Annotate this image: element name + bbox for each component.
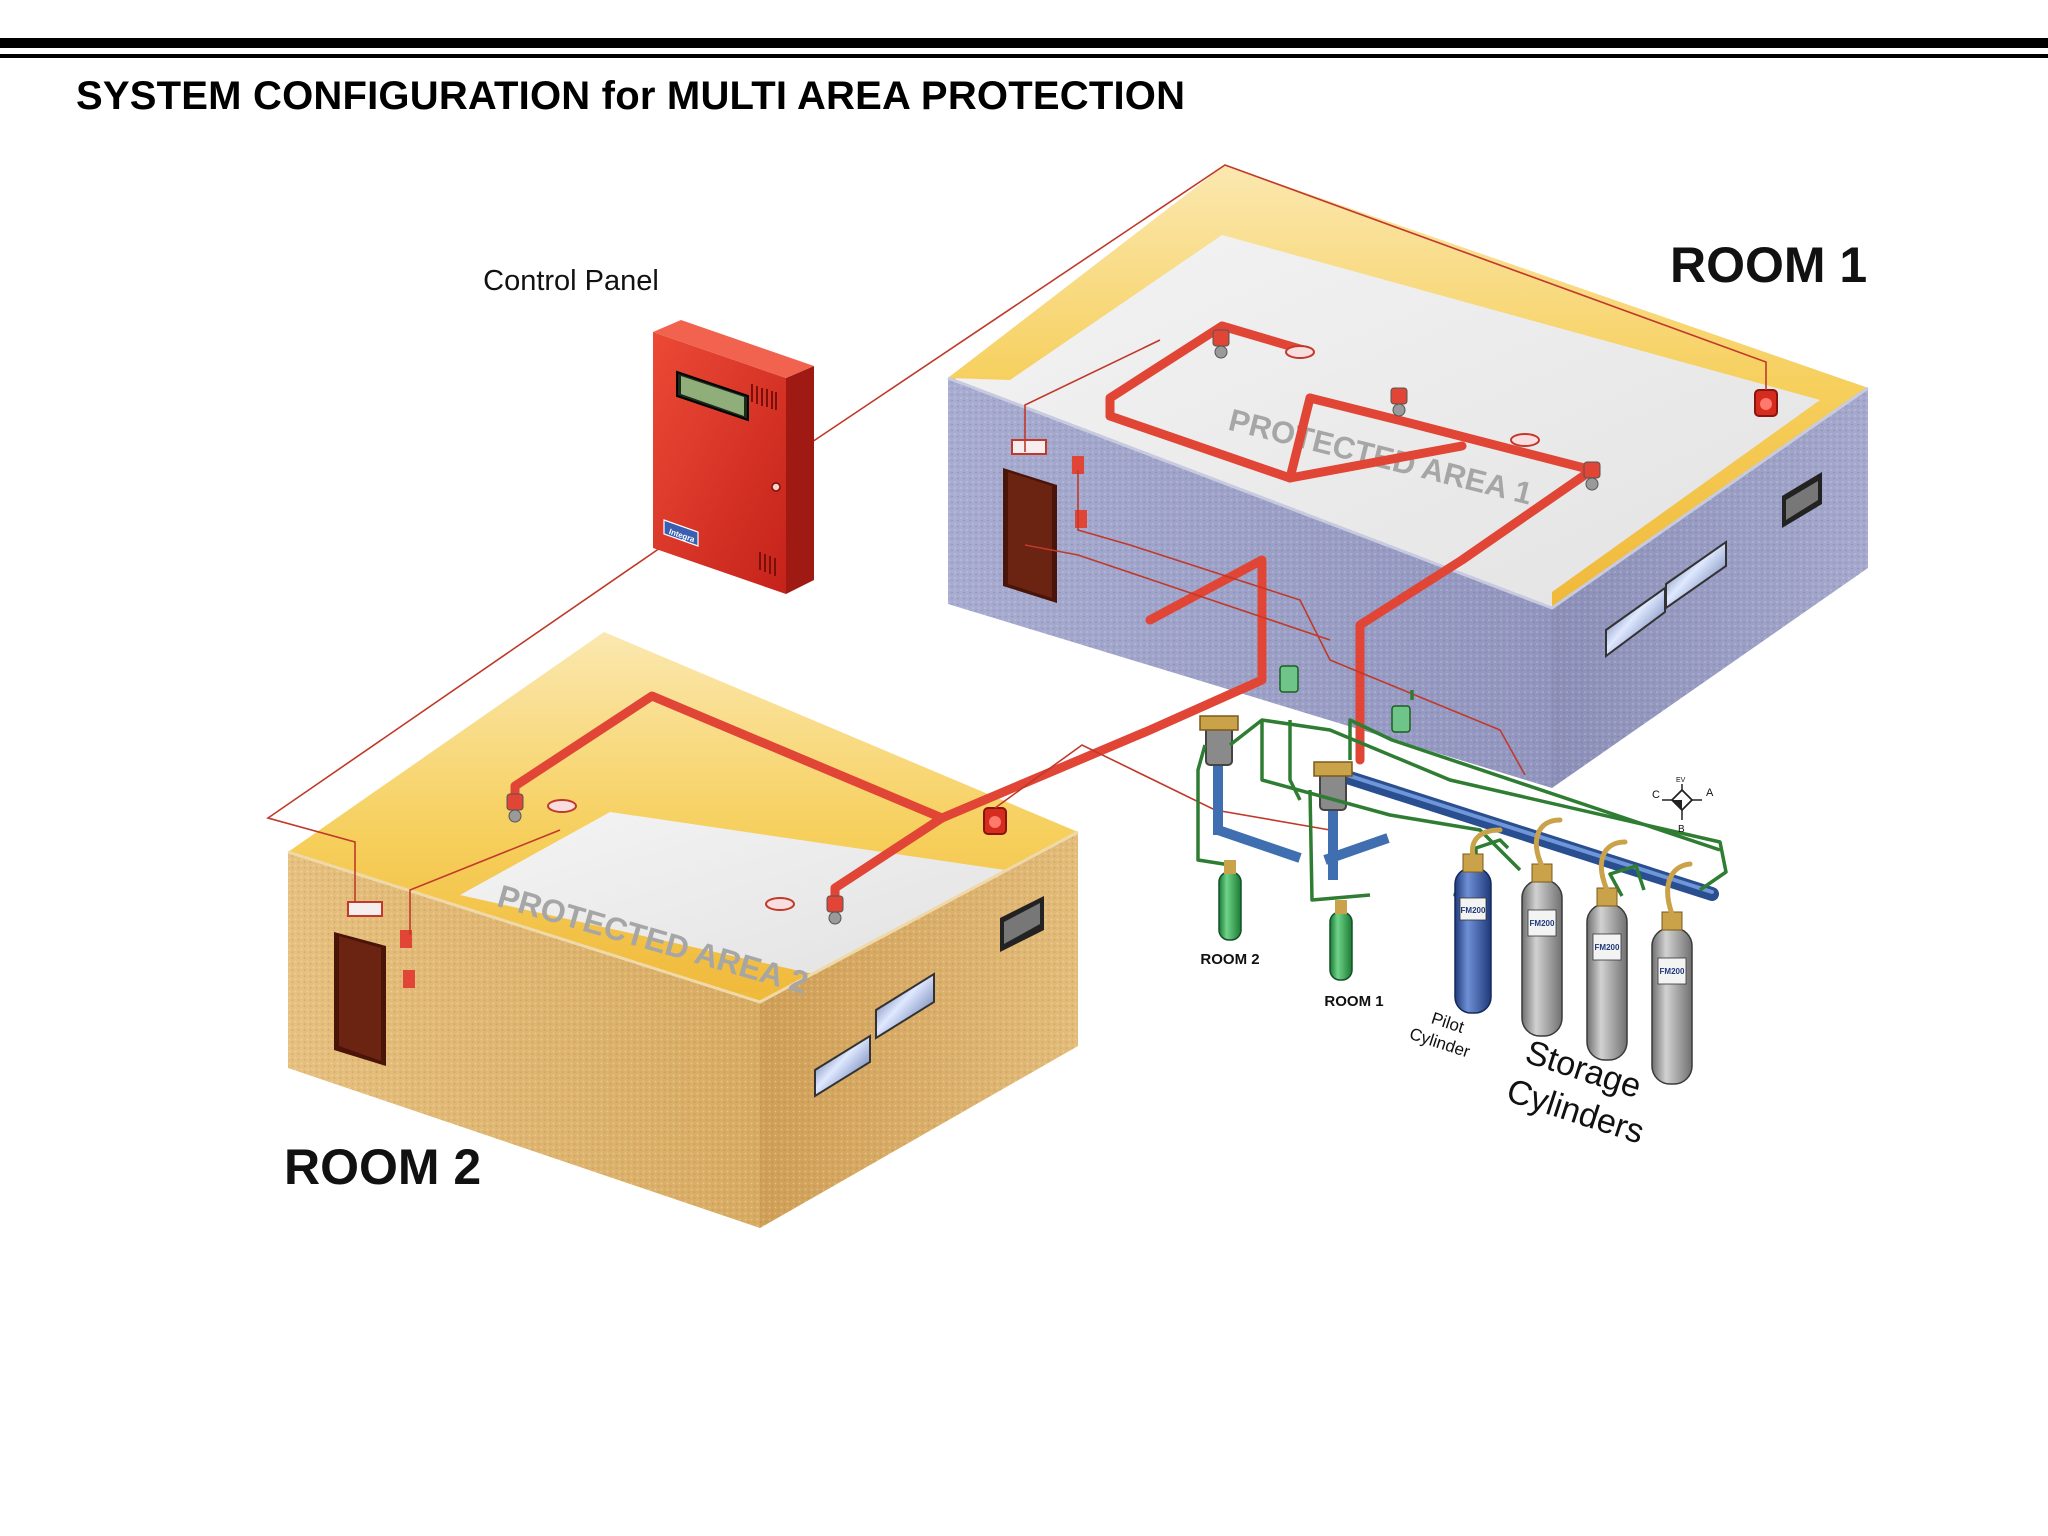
- abort-station-icon: [1011, 439, 1047, 455]
- room-2-valve-label: ROOM 2: [1200, 951, 1259, 968]
- solenoid-valve-icon: [1279, 665, 1299, 693]
- gas-cylinder-icon: [1218, 860, 1242, 941]
- alarm-bell-icon: [983, 807, 1007, 835]
- valve-port-b: B: [1678, 824, 1685, 835]
- gas-cylinder-icon: [1454, 867, 1492, 1014]
- discharge-hoses: [1469, 817, 1693, 917]
- valve-port-c: C: [1652, 789, 1660, 801]
- storage-cylinder-2: FM200: [1586, 887, 1628, 1061]
- storage-cylinder-3-brand: FM200: [1660, 967, 1685, 976]
- panel-vent-grille: [751, 384, 777, 576]
- nozzle-icon: [1583, 461, 1601, 491]
- panel-brand-plate: [663, 519, 699, 547]
- nozzle-icon: [1390, 387, 1408, 417]
- alarm-bell-icon: [1754, 389, 1778, 417]
- header-rule-bottom: [0, 54, 2048, 58]
- room-1: PROTECTED AREA 1: [947, 165, 1869, 788]
- smoke-detector-icon: [1285, 345, 1315, 359]
- panel-key-lock: [771, 482, 781, 492]
- room-1-distribution-pipe: [1105, 321, 1597, 765]
- gas-cylinder-icon: [1521, 879, 1563, 1037]
- room-1-floor: [950, 215, 1865, 608]
- valve-port-ev: EV: [1676, 777, 1686, 784]
- selector-valve-icon: [1199, 715, 1239, 766]
- fire-alarm-panel-icon: Control Panel Integra: [483, 265, 814, 594]
- storage-cylinder-1-brand: FM200: [1530, 919, 1555, 928]
- smoke-detector-icon: [765, 897, 795, 911]
- pilot-cylinder: FM200: [1454, 853, 1492, 1014]
- control-panel-front: [653, 332, 786, 594]
- room-2-floor: [460, 812, 1005, 980]
- room-2-distribution-pipe: [510, 581, 1267, 910]
- three-way-valve-icon: C A B EV: [1652, 777, 1714, 835]
- storage-cylinder-2-brand: FM200: [1595, 943, 1620, 952]
- gas-cylinder-icon: [1651, 927, 1693, 1085]
- nozzle-icon: [1212, 329, 1230, 359]
- smoke-detector-icon: [547, 799, 577, 813]
- pilot-cylinder-brand: FM200: [1461, 906, 1486, 915]
- room-1-valve-label: ROOM 1: [1324, 993, 1383, 1010]
- gas-cylinder-icon: [1586, 903, 1628, 1061]
- abort-station-icon: [347, 901, 383, 917]
- storage-cylinder-1: FM200: [1521, 863, 1563, 1037]
- detection-wiring: [266, 164, 1767, 935]
- control-panel-label: Control Panel: [483, 265, 659, 297]
- room-2-window: [814, 1034, 871, 1098]
- room-1-title: ROOM 1: [1670, 237, 1867, 293]
- room-1-window: [1605, 586, 1666, 658]
- nozzle-icon: [506, 793, 524, 823]
- room-2: PROTECTED AREA 2: [287, 581, 1267, 1228]
- pressure-switch-icon: [400, 930, 415, 988]
- valve-port-a: A: [1706, 787, 1714, 799]
- nozzle-icon: [826, 895, 844, 925]
- smoke-detector-icon: [1510, 433, 1540, 447]
- page-title: SYSTEM CONFIGURATION for MULTI AREA PROT…: [76, 74, 1186, 118]
- gas-cylinder-icon: [1329, 900, 1353, 981]
- header-rule-top: [0, 38, 2048, 48]
- solenoid-valve-icon: [1391, 705, 1411, 733]
- room-2-title: ROOM 2: [284, 1139, 481, 1195]
- storage-cylinder-3: FM200: [1651, 911, 1693, 1085]
